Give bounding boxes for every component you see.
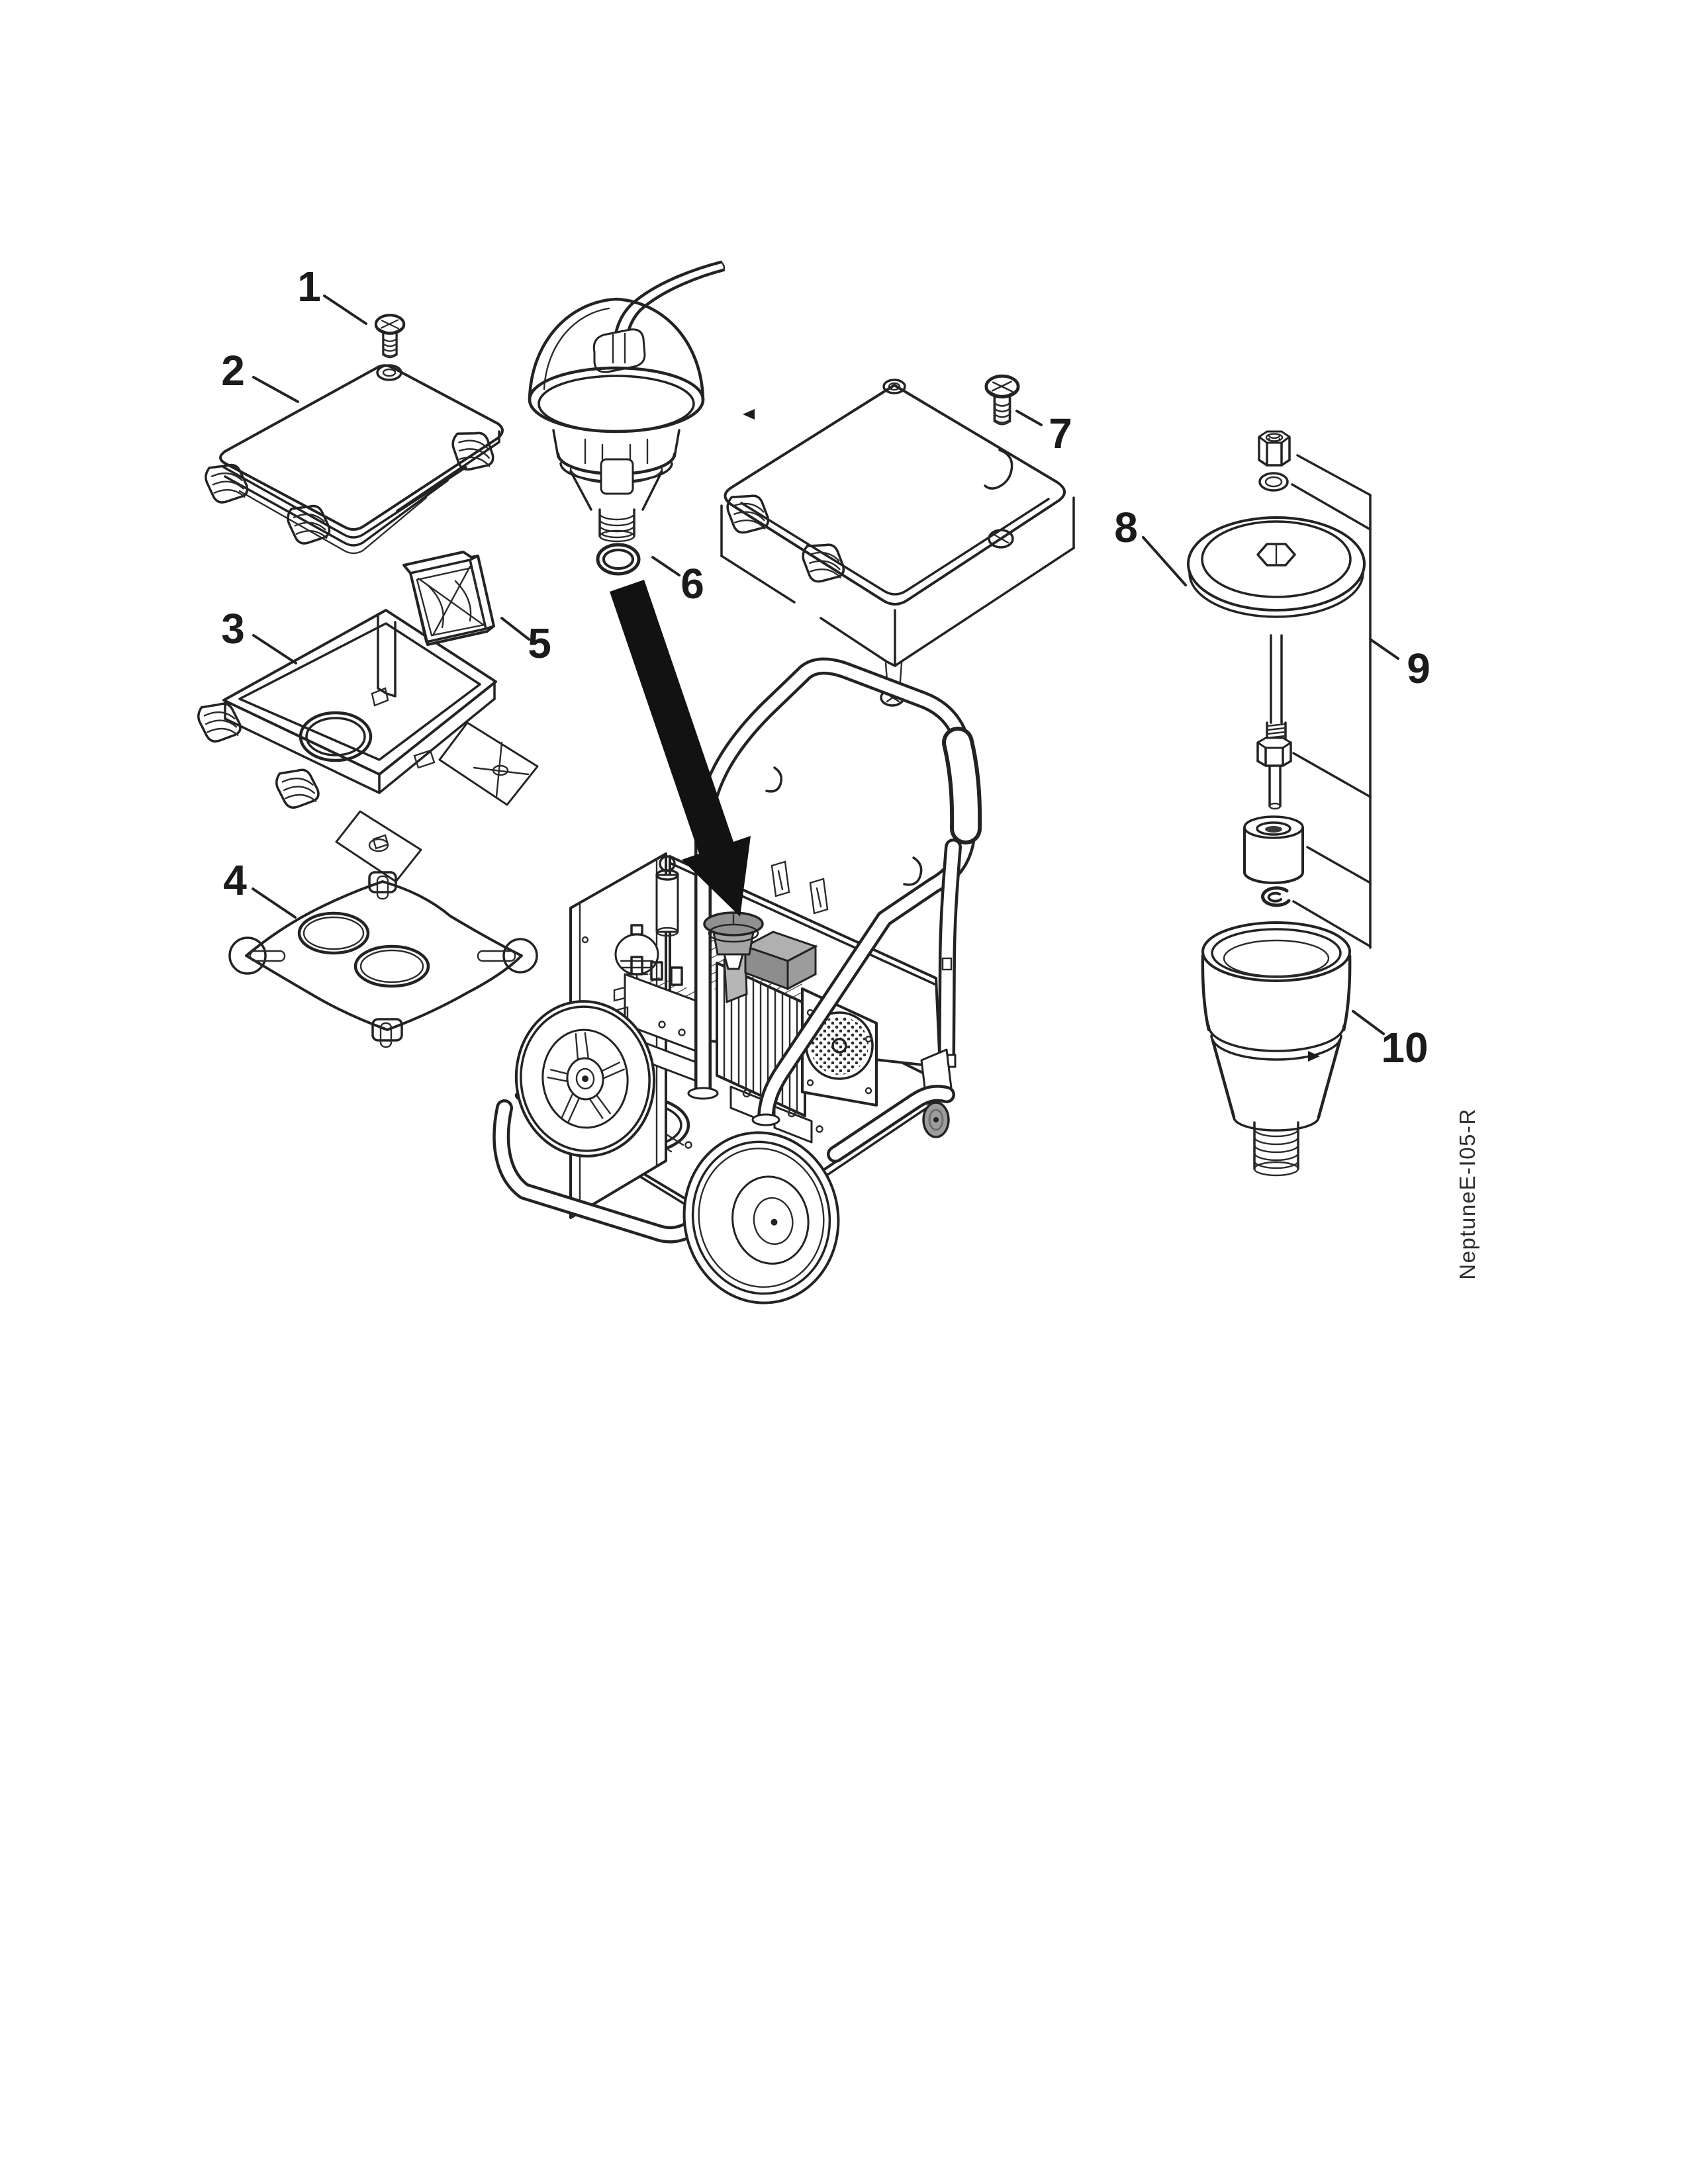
drawing-code-text: NeptuneE-I05-R (1455, 1108, 1479, 1279)
threaded-rod (1256, 634, 1292, 810)
part-7-screw (986, 376, 1018, 424)
part-label-9: 9 (1407, 645, 1430, 692)
leader-line-5 (500, 617, 530, 641)
leader-line-10 (1352, 1010, 1385, 1035)
part-label-2: 2 (221, 347, 245, 394)
motor-junction-box (743, 931, 818, 991)
bushing (1243, 815, 1304, 884)
part-6-o-ring (596, 543, 641, 576)
hex-nut (1258, 430, 1291, 467)
leader-line-3 (252, 634, 297, 664)
part-8-cap-disc (1187, 516, 1366, 618)
part-label-6: 6 (680, 560, 704, 608)
part-1-screw (376, 315, 404, 357)
part-label-8: 8 (1114, 504, 1138, 551)
part-label-5: 5 (528, 619, 551, 667)
pointer-arrow (610, 580, 751, 917)
part-9-hardware-set (1243, 430, 1372, 949)
leader-line-9 (1369, 638, 1399, 660)
part-3-base-housing (194, 609, 539, 883)
leader-line-7 (1015, 410, 1043, 426)
part-label-1: 1 (297, 263, 321, 310)
front-wheel (682, 1131, 840, 1304)
leader-line-2 (252, 376, 299, 403)
part-labels: 1 2 3 4 5 6 7 8 9 10 (221, 263, 1430, 1071)
leader-line-6 (651, 556, 680, 576)
pressure-washer-machine (492, 657, 982, 1304)
washer (1258, 472, 1289, 492)
leader-lines (252, 295, 1399, 1035)
fan-grill-icon (810, 1017, 868, 1075)
handle-frame (687, 657, 982, 1126)
part-2-cover (201, 364, 504, 555)
part-label-7: 7 (1049, 410, 1072, 457)
part-label-4: 4 (223, 856, 247, 904)
part-5-filter-insert (402, 551, 495, 646)
hose-hook-icon (903, 856, 923, 886)
part-label-3: 3 (221, 605, 245, 653)
machine-oil-cap (703, 911, 764, 970)
leader-line-1 (323, 295, 367, 325)
part-9-bracket (1291, 454, 1372, 949)
detail-marker-icon (1308, 1051, 1320, 1062)
oil-cap-dipstick-assembly (528, 260, 755, 543)
leader-line-4 (252, 887, 297, 919)
circlip (1261, 886, 1291, 907)
cable-hook-icon (765, 766, 783, 793)
detail-marker-icon (743, 409, 755, 420)
electrical-box-cover (720, 379, 1075, 707)
rear-wheel (514, 1000, 656, 1158)
part-4-gasket (228, 871, 538, 1048)
leader-line-8 (1142, 536, 1187, 586)
part-10-reservoir-cup (1201, 921, 1352, 1177)
part-label-10: 10 (1381, 1024, 1428, 1071)
